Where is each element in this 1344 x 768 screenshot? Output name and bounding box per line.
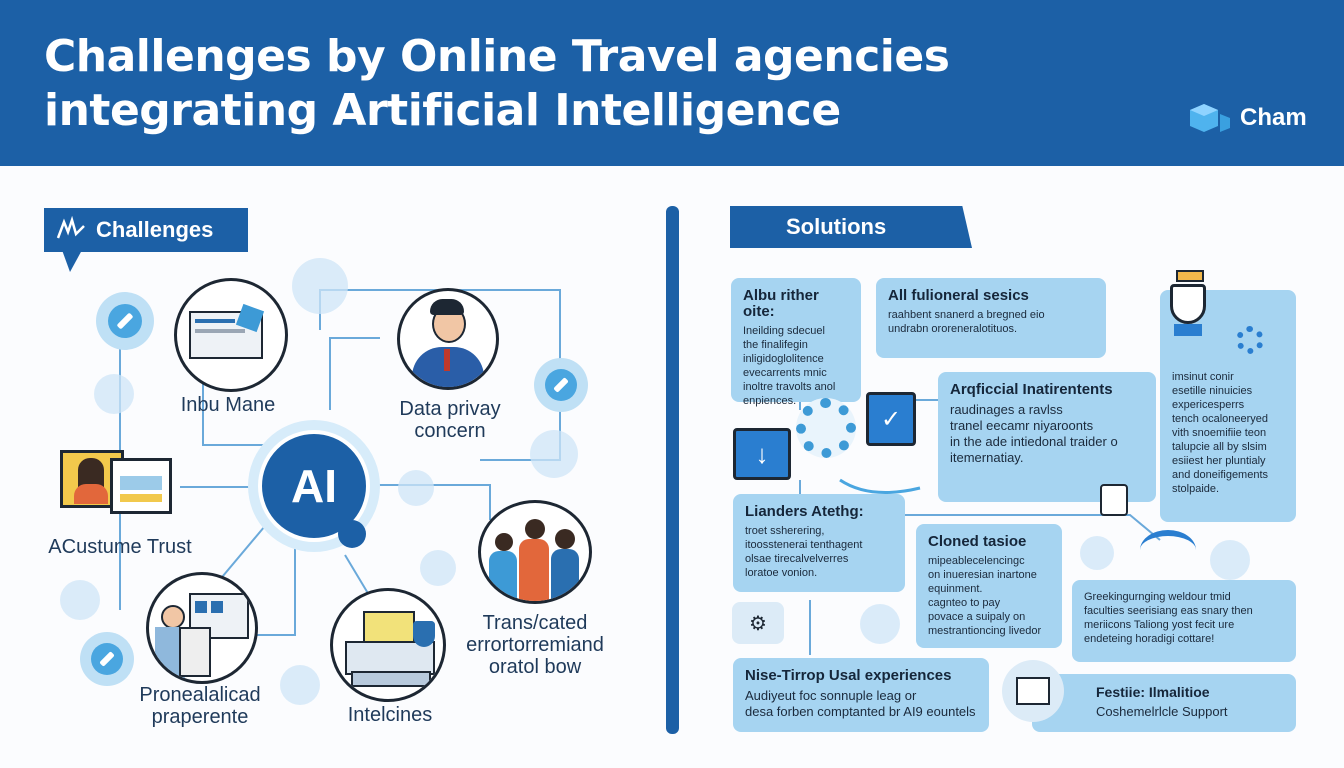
solution-card-6-body: mipeablecelencingc on inueresian inarton… bbox=[928, 555, 1042, 637]
lock-icon bbox=[1100, 484, 1128, 516]
solution-card-1: Albu rither oite: Ineilding sdecuel the … bbox=[731, 278, 861, 407]
solutions-tag-label: Solutions bbox=[786, 214, 887, 239]
solution-card-8: Nise-Tirrop Usal experiences Audiyeut fo… bbox=[733, 658, 989, 732]
solution-card-2-body: raahbent snanerd a bregned eio undrabn o… bbox=[888, 309, 1045, 335]
label-trans-line2: errortorremiand bbox=[466, 634, 604, 656]
title-line-1: Challenges by Online Travel agencies bbox=[44, 31, 950, 82]
label-pronealalicad: Pronealalicad praperente bbox=[120, 684, 280, 728]
label-prone-line2: praperente bbox=[151, 706, 249, 728]
title-line-2: integrating Artificial Intelligence bbox=[44, 85, 841, 136]
label-data-privacy-line2: concern bbox=[414, 420, 486, 442]
solution-card-9-heading: Festiie: Ilmalitioe bbox=[1096, 684, 1210, 700]
solutions-tag: Solutions bbox=[730, 206, 972, 248]
umbrella-icon bbox=[1140, 530, 1196, 570]
laptop-illustration bbox=[174, 278, 288, 392]
bubble-decor bbox=[398, 470, 434, 506]
brand-logo: Cham bbox=[1186, 100, 1307, 136]
bubble-decor bbox=[420, 550, 456, 586]
challenges-tag-label: Challenges bbox=[96, 217, 214, 242]
agent-illustration bbox=[146, 572, 258, 684]
header-banner: Challenges by Online Travel agencies int… bbox=[0, 0, 1344, 166]
label-intelcines: Intelcines bbox=[347, 704, 433, 726]
challenges-tag: Challenges bbox=[44, 208, 248, 252]
gear-icon bbox=[338, 520, 366, 548]
page-title: Challenges by Online Travel agencies int… bbox=[44, 30, 950, 138]
solution-card-2: All fulioneral sesics raahbent snanerd a… bbox=[876, 278, 1106, 358]
solution-card-8-heading: Nise-Tirrop Usal experiences bbox=[745, 667, 952, 684]
label-customer-trust: ACustume Trust bbox=[48, 536, 192, 558]
photo-illustration bbox=[60, 446, 180, 526]
solution-card-3-body: raudinages a ravlss tranel eecamr niyaro… bbox=[950, 402, 1118, 465]
solution-card-9-body: Coshemelrlcle Support bbox=[1096, 704, 1228, 719]
pencil-badge-icon bbox=[534, 358, 588, 412]
devices-illustration bbox=[330, 588, 446, 702]
solution-card-5-heading: Lianders Atethg: bbox=[745, 503, 864, 520]
check-chat-icon: ✓ bbox=[866, 392, 916, 446]
label-prone-line1: Pronealalicad bbox=[139, 684, 261, 706]
solution-card-1-body: Ineilding sdecuel the finalifegin inligi… bbox=[743, 325, 836, 407]
solution-card-2-heading: All fulioneral sesics bbox=[888, 287, 1029, 304]
bubble-decor bbox=[1080, 536, 1114, 570]
challenges-tag-pointer bbox=[62, 250, 82, 272]
gear-icon bbox=[796, 398, 856, 458]
bubble-decor bbox=[280, 665, 320, 705]
solution-card-9: Festiie: Ilmalitioe Coshemelrlcle Suppor… bbox=[1032, 674, 1296, 732]
cube-logo-icon bbox=[1190, 104, 1230, 132]
section-divider bbox=[666, 206, 679, 734]
label-trans-line3: oratol bow bbox=[488, 656, 582, 678]
bubble-decor bbox=[60, 580, 100, 620]
gear-icon: ⚙ bbox=[732, 602, 784, 644]
solution-card-5-body: troet ssherering, itoosstenerai tenthage… bbox=[745, 525, 863, 579]
solution-card-7-body: Greekingurnging weldour tmid faculties s… bbox=[1084, 591, 1253, 645]
download-chat-icon: ↓ bbox=[733, 428, 791, 480]
sparkle-icon bbox=[56, 216, 85, 239]
pencil-badge-icon bbox=[96, 292, 154, 350]
label-data-privacy: Data privay concern bbox=[380, 398, 520, 442]
label-inbu-mane: Inbu Mane bbox=[180, 394, 276, 416]
bubble-decor bbox=[860, 604, 900, 644]
solution-card-8-body: Audiyeut foc sonnuple leag or desa forbe… bbox=[745, 688, 976, 719]
group-illustration bbox=[478, 500, 592, 604]
label-trans-cated: Trans/cated errortorremiand oratol bow bbox=[440, 612, 630, 678]
label-trans-line1: Trans/cated bbox=[482, 612, 588, 634]
bubble-decor bbox=[292, 258, 348, 314]
solution-card-6: Cloned tasioe mipeablecelencingc on inue… bbox=[916, 524, 1062, 648]
solution-card-7: Greekingurnging weldour tmid faculties s… bbox=[1072, 580, 1296, 662]
pencil-badge-icon bbox=[80, 632, 134, 686]
solution-card-4-body: imsinut conir esetille ninuicies experic… bbox=[1172, 371, 1269, 495]
bubble-decor bbox=[530, 430, 578, 478]
label-data-privacy-line1: Data privay bbox=[399, 398, 501, 420]
solution-card-3-heading: Arqficcial Inatirentents bbox=[950, 381, 1113, 398]
logo-text: Cham bbox=[1240, 104, 1307, 131]
shield-robot-icon bbox=[1166, 270, 1210, 340]
bubble-decor bbox=[1210, 540, 1250, 580]
solution-card-5: Lianders Atethg: troet ssherering, itoos… bbox=[733, 494, 905, 592]
solution-card-1-heading: Albu rither oite: bbox=[743, 287, 819, 320]
solution-card-3: Arqficcial Inatirentents raudinages a ra… bbox=[938, 372, 1156, 502]
gear-icon bbox=[1236, 326, 1264, 354]
support-icon bbox=[1002, 660, 1064, 722]
solution-card-6-heading: Cloned tasioe bbox=[928, 533, 1027, 550]
bubble-decor bbox=[94, 374, 134, 414]
person-illustration bbox=[397, 288, 499, 390]
